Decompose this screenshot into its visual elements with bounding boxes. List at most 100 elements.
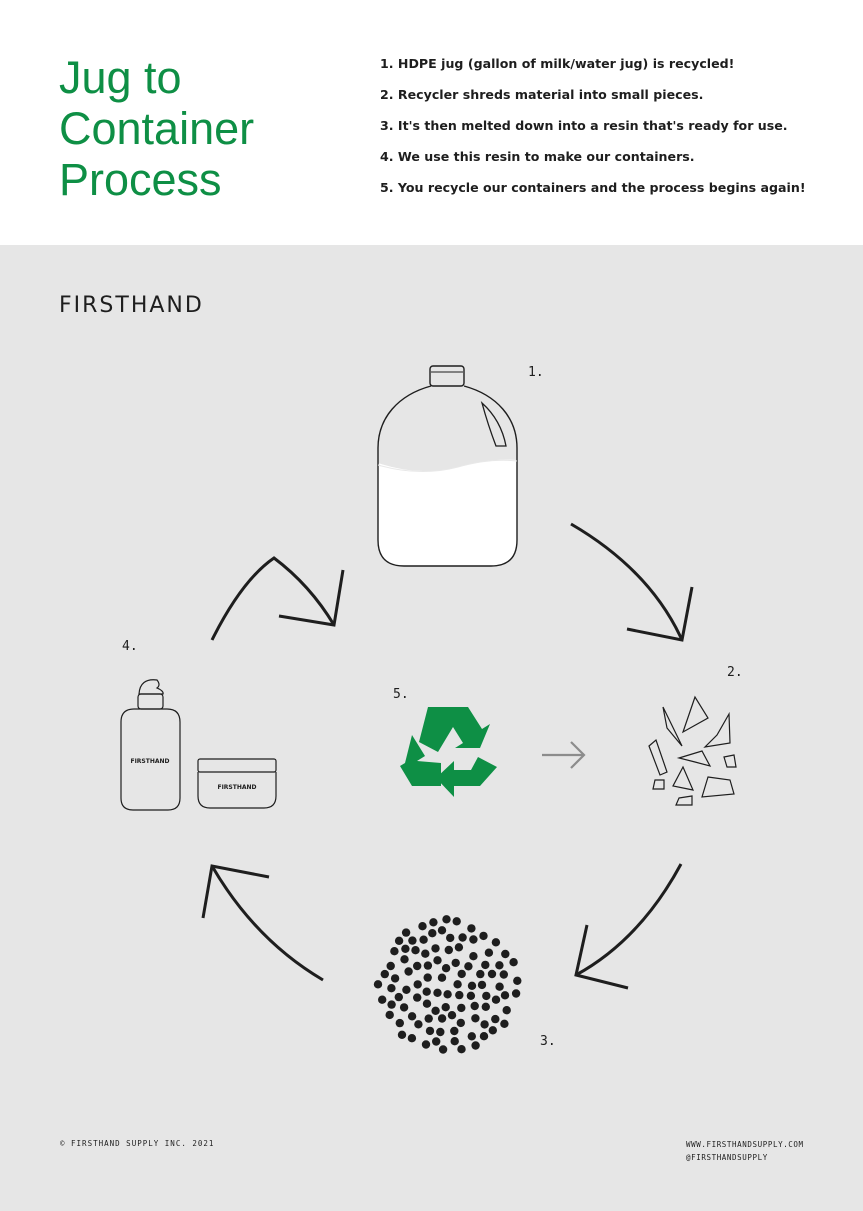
resin-pellet (500, 991, 510, 1000)
process-step: 3. It's then melted down into a resin th… (380, 118, 788, 133)
resin-pellet (476, 969, 485, 979)
resin-pellet (431, 944, 440, 953)
resin-pellet (495, 982, 504, 991)
process-step: 1. HDPE jug (gallon of milk/water jug) i… (380, 56, 735, 71)
resin-pellet (425, 1026, 435, 1036)
resin-pellet (467, 924, 476, 933)
resin-pellet (509, 958, 518, 967)
bottle-label: FIRSTHAND (130, 758, 169, 765)
arrow-down-left-icon (574, 863, 683, 990)
resin-pellet (442, 915, 451, 924)
resin-pellet (470, 1001, 479, 1011)
resin-pellet (467, 1032, 476, 1041)
resin-pellet (467, 981, 477, 990)
resin-pellet (397, 1030, 407, 1040)
resin-pellet (423, 973, 432, 982)
resin-pellet (433, 988, 442, 997)
resin-pellet (422, 987, 431, 996)
step-number-1: 1. (528, 365, 544, 380)
process-steps-list: 1. HDPE jug (gallon of milk/water jug) i… (380, 56, 806, 211)
resin-pellet (471, 1014, 480, 1023)
resin-pellet (457, 1003, 466, 1013)
resin-pellet (437, 973, 447, 982)
resin-pellet (394, 992, 403, 1002)
resin-pellet (387, 1000, 396, 1009)
resin-pellet (484, 948, 494, 957)
resin-pellet (479, 931, 488, 941)
resin-pellet (373, 980, 383, 989)
resin-pellet (387, 984, 396, 993)
resin-pellet (481, 960, 490, 970)
resin-pellet (386, 961, 395, 971)
resin-pellet (414, 1020, 423, 1029)
resin-pellet (408, 936, 417, 945)
resin-pellet (431, 1006, 440, 1015)
title-line-3: Process (59, 154, 222, 205)
resin-pellet (421, 1040, 431, 1049)
step-number-5: 5. (393, 687, 409, 702)
resin-pellet (469, 935, 478, 944)
resin-pellet (438, 1045, 448, 1054)
resin-pellet (501, 949, 510, 959)
resin-pellet (466, 991, 476, 1000)
resin-pellet (491, 938, 501, 947)
resin-pellet (482, 991, 491, 1001)
footer-copyright: © FIRSTHAND SUPPLY INC. 2021 (60, 1139, 215, 1148)
resin-pellet (390, 974, 400, 983)
resin-pellet (380, 969, 389, 979)
resin-pellet (446, 933, 455, 943)
step-number-2: 2. (727, 665, 743, 680)
resin-pellet (444, 945, 453, 955)
jar-icon (197, 758, 277, 809)
resin-pellet (450, 1026, 459, 1036)
resin-pellet (394, 936, 404, 945)
footer-contact: WWW.FIRSTHANDSUPPLY.COM @FIRSTHANDSUPPLY (686, 1138, 804, 1164)
resin-pellet (428, 929, 437, 938)
resin-pellet (418, 922, 427, 931)
recycle-icon (400, 707, 497, 797)
page-title: Jug to Container Process (59, 52, 254, 205)
resin-pellet (471, 1041, 480, 1050)
resin-pellet (432, 1037, 441, 1046)
resin-pellet (419, 935, 428, 944)
arrow-right-down-icon (570, 522, 694, 642)
resin-pellet (437, 1014, 447, 1023)
resin-pellet (500, 1019, 509, 1028)
resin-pellet (450, 1037, 459, 1046)
resin-pellet (457, 969, 466, 979)
resin-pellet (437, 926, 447, 935)
arrow-right-icon (542, 741, 586, 769)
resin-pellet (441, 1003, 450, 1012)
resin-pellet (464, 962, 473, 971)
resin-pellet (513, 976, 522, 985)
resin-pellet (451, 958, 460, 968)
resin-pellet (487, 969, 497, 979)
resin-pellet (452, 917, 461, 926)
resin-pellet (385, 1010, 394, 1020)
resin-pellet (441, 964, 451, 973)
title-line-2: Container (59, 103, 255, 154)
resin-pellet (480, 1020, 489, 1029)
jug-icon (377, 365, 518, 567)
resin-pellet (458, 933, 467, 942)
resin-pellet (399, 1003, 409, 1012)
process-step: 4. We use this resin to make our contain… (380, 149, 695, 164)
resin-pellet (481, 1002, 490, 1011)
resin-pellet (401, 944, 410, 953)
process-step: 5. You recycle our containers and the pr… (380, 180, 806, 195)
footer-website-link[interactable]: WWW.FIRSTHANDSUPPLY.COM (686, 1140, 804, 1149)
shredded-pieces-icon (648, 695, 737, 806)
step-number-4: 4. (122, 639, 138, 654)
resin-pellet (407, 1012, 417, 1021)
resin-pellet (411, 946, 420, 955)
resin-pellet (401, 928, 411, 937)
arrow-up-left-icon (201, 864, 324, 982)
footer-social-handle[interactable]: @FIRSTHANDSUPPLY (686, 1153, 768, 1162)
resin-pellet (407, 1034, 417, 1043)
resin-pellet (424, 1014, 433, 1023)
resin-pellet (404, 967, 413, 976)
resin-pellet (402, 985, 411, 994)
bottle-icon (120, 679, 181, 811)
resin-pellet (436, 1027, 445, 1037)
